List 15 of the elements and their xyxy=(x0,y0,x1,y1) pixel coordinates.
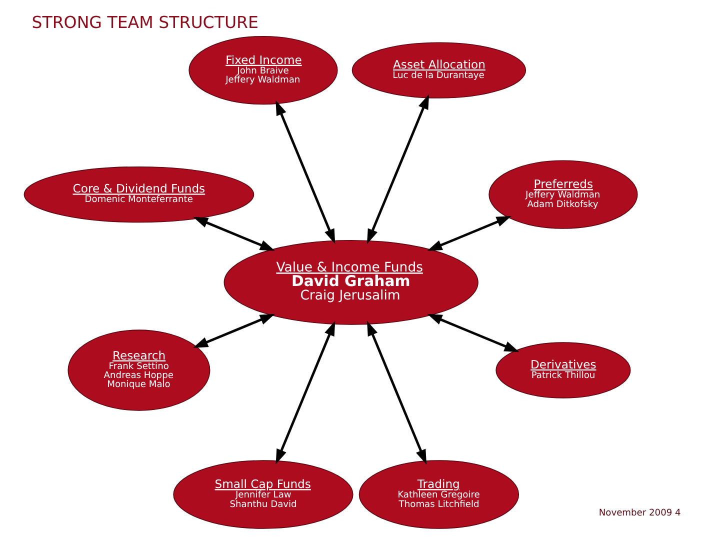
arrow xyxy=(427,314,520,352)
diagram-title: STRONG TEAM STRUCTURE xyxy=(32,13,258,32)
arrow xyxy=(367,94,430,244)
node-ellipse: Small Cap Funds Jennifer Law Shanthu David xyxy=(173,460,354,529)
node-ellipse: Core & Dividend Funds Domenic Monteferrante xyxy=(24,166,254,223)
arrow xyxy=(276,100,336,244)
arrow xyxy=(367,320,427,465)
arrow xyxy=(193,216,275,251)
label: November 2009 4 xyxy=(598,508,681,519)
arrow xyxy=(427,216,512,251)
node-ellipse: Asset Allocation Luc de la Durantaye xyxy=(352,42,526,98)
arrow xyxy=(276,320,336,464)
node-ellipse: Trading Kathleen Gregoire Thomas Litchfield xyxy=(358,460,520,529)
node-ellipse: Fixed Income John Braive Jeffery Waldman xyxy=(188,36,338,105)
arrow xyxy=(193,314,275,348)
